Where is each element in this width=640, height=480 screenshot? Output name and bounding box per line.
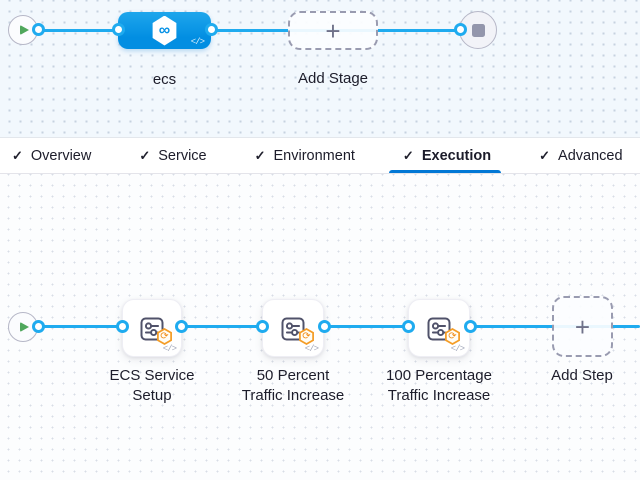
yaml-code-icon[interactable]: </> <box>190 37 205 47</box>
stage-canvas: ∞ </> + ecs Add Stage <box>0 0 640 137</box>
play-icon <box>20 322 29 332</box>
execution-canvas: ⟳ </> ⟳ </> <box>0 174 640 480</box>
yaml-code-icon[interactable]: </> <box>450 344 465 354</box>
tab-label: Execution <box>421 147 492 164</box>
connector-port[interactable] <box>112 23 125 36</box>
check-icon: ✓ <box>402 147 414 163</box>
add-stage-label[interactable]: Add Stage <box>297 70 369 87</box>
sync-glyph: ⟳ <box>302 330 311 342</box>
infinity-glyph: ∞ <box>158 21 171 39</box>
add-step-label[interactable]: Add Step <box>551 367 613 384</box>
check-icon: ✓ <box>12 147 23 163</box>
tab-service[interactable]: ✓ Service <box>139 138 206 173</box>
check-icon: ✓ <box>254 147 266 163</box>
step-flow-line <box>23 325 640 328</box>
add-stage-button[interactable]: + <box>288 11 378 50</box>
play-icon <box>20 25 29 35</box>
check-icon: ✓ <box>139 147 151 163</box>
tab-advanced[interactable]: ✓ Advanced <box>539 138 622 173</box>
step-name-line: ECS Service <box>109 367 195 384</box>
aws-rolling-badge-icon: ⟳ <box>157 328 172 345</box>
tab-execution[interactable]: ✓ Execution <box>388 138 502 173</box>
yaml-code-icon[interactable]: </> <box>162 344 177 354</box>
connector-port[interactable] <box>464 320 477 333</box>
connector-port[interactable] <box>318 320 331 333</box>
stage-name-label[interactable]: ecs <box>152 71 177 88</box>
step-name-label[interactable]: 50 Percent Traffic Increase <box>218 366 368 406</box>
tab-label: Service <box>158 147 207 164</box>
connector-port[interactable] <box>454 23 467 36</box>
harness-pipeline-icon: ∞ <box>152 15 177 46</box>
step-name-label[interactable]: 100 Percentage Traffic Increase <box>364 366 514 406</box>
step-name-line: Traffic Increase <box>387 387 491 404</box>
step-node-ecs-service-setup[interactable]: ⟳ </> <box>122 299 182 357</box>
yaml-code-icon[interactable]: </> <box>304 344 319 354</box>
aws-rolling-badge-icon: ⟳ <box>299 328 314 345</box>
aws-rolling-badge-icon: ⟳ <box>445 328 460 345</box>
connector-port[interactable] <box>402 320 415 333</box>
stage-flow-line <box>23 29 478 32</box>
step-name-line: Traffic Increase <box>241 387 345 404</box>
sync-glyph: ⟳ <box>448 330 457 342</box>
connector-port[interactable] <box>256 320 269 333</box>
step-name-line: 50 Percent <box>256 367 330 384</box>
sync-glyph: ⟳ <box>160 330 169 342</box>
connector-port[interactable] <box>32 320 45 333</box>
tab-label: Environment <box>273 147 355 164</box>
tab-overview[interactable]: ✓ Overview <box>12 138 91 173</box>
active-tab-underline <box>388 170 502 173</box>
step-node-50-percent-traffic[interactable]: ⟳ </> <box>262 299 324 357</box>
connector-port[interactable] <box>175 320 188 333</box>
plus-icon: + <box>574 311 591 342</box>
sliders-step-icon <box>281 317 305 341</box>
add-step-button[interactable]: + <box>552 296 613 357</box>
stage-node-ecs[interactable]: ∞ </> <box>118 12 211 49</box>
connector-port[interactable] <box>116 320 129 333</box>
tab-label: Overview <box>30 147 92 164</box>
sliders-step-icon <box>140 317 164 341</box>
check-icon: ✓ <box>539 147 551 163</box>
stop-icon <box>471 23 485 37</box>
step-name-line: Setup <box>132 387 172 404</box>
connector-port[interactable] <box>32 23 45 36</box>
tab-label: Advanced <box>558 147 623 164</box>
step-node-100-percentage-traffic[interactable]: ⟳ </> <box>408 299 470 357</box>
connector-port[interactable] <box>205 23 218 36</box>
sliders-step-icon <box>427 317 451 341</box>
step-name-line: 100 Percentage <box>386 367 492 384</box>
tab-environment[interactable]: ✓ Environment <box>255 138 355 173</box>
step-name-label[interactable]: ECS Service Setup <box>77 366 227 406</box>
plus-icon: + <box>325 15 341 46</box>
stage-config-tabbar: ✓ Overview ✓ Service ✓ Environment ✓ Exe… <box>0 137 640 174</box>
